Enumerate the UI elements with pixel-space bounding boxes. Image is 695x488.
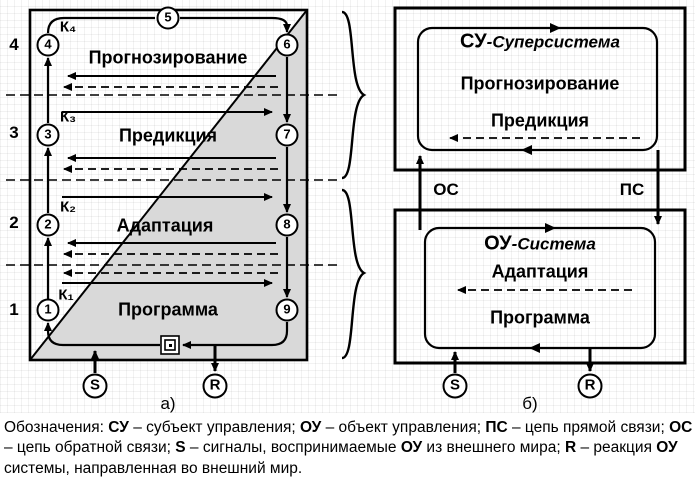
node-3: 3	[36, 123, 60, 147]
feedback-dashed-arrows	[63, 83, 278, 277]
legend-prefix: Обозначения:	[4, 419, 109, 436]
legend-term-ou3: ОУ	[656, 439, 678, 457]
output-signal-node-right: R	[577, 373, 603, 399]
node-8: 8	[275, 213, 299, 237]
su-row-prediction: Предикция	[490, 110, 590, 131]
diagram-linework	[6, 6, 687, 373]
input-output-stems-left	[91, 346, 219, 373]
ou-title: ОУ-Система	[484, 233, 596, 256]
node-4: 4	[36, 33, 60, 57]
su-box	[393, 6, 687, 172]
os-ps-connectors	[416, 150, 662, 373]
level-number-2: 2	[9, 213, 19, 232]
su-abbr: СУ	[460, 30, 487, 53]
node-2: 2	[36, 213, 60, 237]
ou-row-adaptation: Адаптация	[491, 261, 589, 282]
level-number-1: 1	[9, 300, 19, 319]
k3-label: К₃	[59, 108, 77, 126]
level-number-3: 3	[9, 123, 19, 142]
brace-upper	[341, 10, 367, 180]
legend-term-ou: ОУ	[299, 419, 322, 436]
band-label-program: Программа	[118, 299, 218, 320]
left-diagram-lines	[6, 8, 367, 373]
level-number-4: 4	[9, 35, 19, 54]
band-label-prediction: Предикция	[118, 125, 218, 146]
node-9: 9	[275, 298, 299, 322]
legend-term-os: ОС	[669, 419, 693, 436]
ou-abbr: ОУ	[484, 232, 512, 255]
target-icon	[160, 335, 180, 355]
caption-b: б)	[522, 394, 538, 413]
legend-term-ou2: ОУ	[400, 439, 423, 457]
k1-label: К₁	[58, 286, 74, 304]
legend-term-ps: ПС	[485, 419, 508, 436]
node-1: 1	[36, 298, 60, 322]
band-label-adaptation: Адаптация	[116, 215, 214, 236]
node-6: 6	[275, 33, 299, 57]
k2-label: К₂	[60, 198, 76, 216]
node-7: 7	[275, 123, 299, 147]
forward-chain-label: ПС	[619, 180, 645, 199]
ou-suffix: -Система	[511, 234, 596, 254]
input-signal-node-right: S	[442, 373, 468, 399]
legend-term-su: СУ	[108, 419, 129, 436]
band-flow-arrows	[62, 72, 276, 287]
diagonal-line	[29, 9, 308, 361]
legend-term-s: S	[175, 439, 186, 457]
band-label-forecasting: Прогнозирование	[88, 47, 248, 68]
loop-direction-arrows	[521, 23, 561, 353]
su-suffix: -Суперсистема	[486, 32, 620, 52]
right-dashed-arrows	[449, 134, 640, 294]
ou-row-program: Программа	[490, 307, 590, 328]
feedback-chain-label: ОС	[433, 180, 459, 199]
k4-label: К₄	[59, 18, 77, 36]
node-5: 5	[156, 6, 180, 30]
input-signal-node-left: S	[82, 373, 108, 399]
output-signal-node-left: R	[202, 373, 228, 399]
ou-box	[393, 208, 687, 365]
right-diagram-lines	[393, 6, 687, 373]
su-title: СУ-Суперсистема	[460, 31, 620, 54]
control-path-arrows	[44, 16, 291, 349]
caption-a: а)	[160, 394, 176, 413]
legend-term-r: R	[564, 439, 577, 457]
brace-lower	[341, 188, 367, 360]
legend-text: Обозначения: СУ – субъект управления; ОУ…	[4, 419, 693, 477]
su-loop	[416, 26, 659, 152]
su-row-forecasting: Прогнозирование	[460, 73, 620, 94]
